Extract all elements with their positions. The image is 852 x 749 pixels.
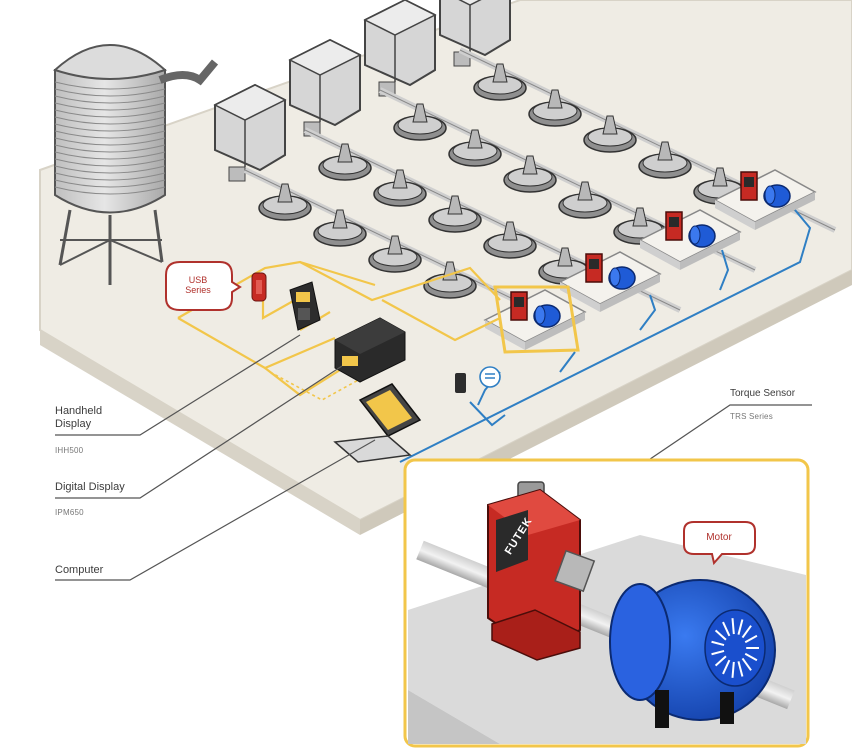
usb-device bbox=[251, 272, 267, 302]
network-adapter bbox=[455, 366, 501, 393]
feeder-pan bbox=[318, 143, 372, 181]
feeder-pan bbox=[373, 169, 427, 207]
feeder-pan bbox=[313, 209, 367, 247]
drive-station bbox=[483, 289, 587, 350]
hopper bbox=[288, 38, 362, 137]
digital-display-label: Digital Display bbox=[55, 481, 125, 493]
drive-station bbox=[638, 209, 742, 270]
usb-wiring bbox=[177, 260, 501, 397]
feeder-pan bbox=[428, 195, 482, 233]
torque-sensor-trs bbox=[487, 481, 581, 661]
hopper bbox=[439, 0, 511, 67]
feeder-pan bbox=[393, 103, 447, 141]
feeder-pan bbox=[638, 141, 692, 179]
motor-label: Motor bbox=[706, 532, 732, 543]
drive-station bbox=[558, 251, 662, 312]
highlight-box bbox=[493, 285, 580, 354]
computer-laptop bbox=[333, 383, 422, 463]
hopper bbox=[213, 83, 287, 182]
torque-series-label: TRS Series bbox=[730, 412, 773, 421]
feeder-pan bbox=[528, 89, 582, 127]
sensor-stations bbox=[483, 169, 817, 350]
handheld-display-label: Handheld Display bbox=[55, 405, 103, 430]
usb-series-label: USB Series bbox=[185, 275, 211, 295]
feeder-pan bbox=[583, 115, 637, 153]
feeder-pan bbox=[503, 155, 557, 193]
feeder-pan bbox=[483, 221, 537, 259]
torque-sensor-label: Torque Sensor bbox=[730, 388, 796, 399]
motor-body bbox=[554, 549, 776, 728]
handheld-model-label: IHH500 bbox=[55, 446, 84, 455]
drive-station bbox=[713, 169, 817, 230]
feeder-pan bbox=[473, 63, 527, 101]
feeder-pan bbox=[448, 129, 502, 167]
digital-model-label: IPM650 bbox=[55, 508, 84, 517]
feeder-pan bbox=[258, 183, 312, 221]
feeder-pan bbox=[423, 261, 477, 299]
feeder-pan bbox=[368, 235, 422, 273]
motor-callout bbox=[683, 521, 756, 566]
grain-silo bbox=[53, 44, 219, 285]
computer-label: Computer bbox=[55, 564, 104, 576]
usb-dotted-link bbox=[269, 371, 363, 401]
handheld-display-device bbox=[289, 281, 321, 331]
digital-display-device bbox=[334, 317, 406, 383]
usb-series-callout bbox=[165, 261, 242, 311]
feed-hoppers bbox=[213, 0, 511, 182]
feeder-pan bbox=[558, 181, 612, 219]
network-wiring bbox=[399, 209, 812, 463]
